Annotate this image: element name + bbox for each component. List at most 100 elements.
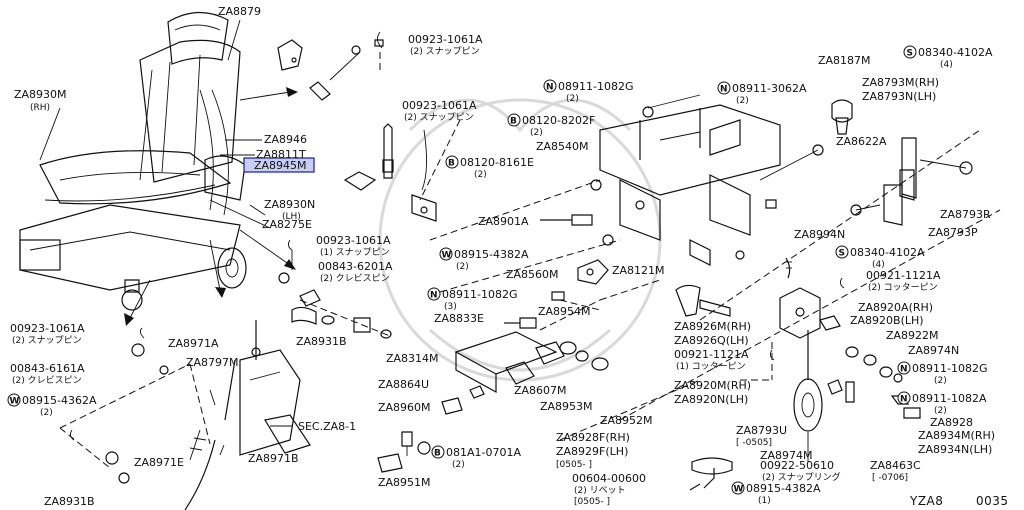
label-08911-1082g-b-qty: (3) [444,302,457,312]
label-08120-8161e: 08120-8161E [460,156,534,169]
label-00921-1121a-a-qty: (2) コッターピン [868,282,938,293]
label-za8930m-side: (RH) [30,103,50,113]
label-za8931b-bottom: ZA8931B [44,495,95,508]
svg-text:N: N [900,395,908,405]
label-za8793u-range: [ -0505] [736,438,772,448]
lower-left-parts [59,327,211,484]
label-08911-1082g-b: 08911-1082G [442,288,517,301]
badge-w-08915-b: W [731,481,745,495]
label-za8971a: ZA8971A [168,337,219,350]
label-za8793u: ZA8793U [736,424,787,437]
svg-text:B: B [448,159,455,169]
label-08120-8161e-qty: (2) [474,170,487,180]
badge-n-08911-d: N [897,361,911,375]
seat-small-parts [277,31,437,339]
label-za8930n: ZA8930N [264,198,315,211]
label-za8934n-lh: ZA8934N(LH) [918,443,992,456]
badge-b-08120-b: B [445,155,459,169]
label-00604-00600-qty: (2) リベット [574,486,626,496]
label-za8931b-top: ZA8931B [296,335,347,348]
label-00843-left-qty: (2) クレビスピン [12,375,82,386]
dashed-guides [419,119,1001,441]
svg-text:N: N [720,85,728,95]
label-08340-4102a-a: 08340-4102A [918,46,993,59]
label-za8833e: ZA8833E [434,312,484,325]
label-za8971e: ZA8971E [134,456,184,469]
label-za8960m: ZA8960M [378,401,431,414]
label-za8930m: ZA8930M [14,88,67,101]
label-za8928: ZA8928 [930,416,973,429]
part-labels: ZA8879 ZA8930M (RH) 00923-1061A (2) スナップ… [7,5,1008,508]
label-za8463c: ZA8463C [870,459,921,472]
control-lever-assembly [184,320,311,510]
label-00921-1121a-a: 00921-1121A [866,269,941,282]
center-bracket-assembly [590,94,781,266]
label-za8920b-lh: ZA8920B(LH) [850,314,924,327]
label-za8793p: ZA8793P [928,226,978,239]
svg-text:B: B [510,117,517,127]
label-00923-left-qty: (2) スナップピン [12,335,82,346]
seat-leader-lines [39,19,298,326]
label-za8945m[interactable]: ZA8945M [254,159,307,172]
label-za8793m-rh: ZA8793M(RH) [862,76,939,89]
label-za8926m-rh: ZA8926M(RH) [674,320,751,333]
label-za8994n: ZA8994N [794,228,845,241]
label-00922-50610-qty: (2) スナップリング [762,471,841,483]
label-za8187m: ZA8187M [818,54,871,67]
svg-text:N: N [546,83,554,93]
badge-b-08120-a: B [507,113,521,127]
label-za8540m: ZA8540M [536,140,589,153]
highlight-za8945m [243,157,315,173]
label-za8797m: ZA8797M [186,356,239,369]
label-00923-right-qty: (1) スナップピン [320,247,390,258]
right-linkage-assembly [675,99,973,491]
background-emblem [378,98,662,382]
label-08915-4382a-b: 08915-4382A [746,482,821,495]
label-08911-3062a-qty: (2) [736,96,749,106]
label-za8926q-lh: ZA8926Q(LH) [674,334,749,347]
badge-n-08911-b: N [427,287,441,301]
label-00923-right: 00923-1061A [316,234,391,247]
label-08915-left-qty: (2) [40,408,53,418]
label-08120-8202f-qty: (2) [530,128,543,138]
label-za8793n-lh: ZA8793N(LH) [862,90,936,103]
label-00921-1121a-b: 00921-1121A [674,348,749,361]
label-za8951m: ZA8951M [378,476,431,489]
label-08911-3062a: 08911-3062A [732,82,807,95]
label-00921-1121a-b-qty: (1) コッターピン [676,361,746,372]
label-za8901a: ZA8901A [478,215,529,228]
label-08911-1082g-a: 08911-1082G [558,80,633,93]
label-za8922m: ZA8922M [886,329,939,342]
label-00923-top-qty: (2) スナップピン [410,46,480,57]
label-sec-za8-1[interactable]: SEC.ZA8-1 [298,420,356,433]
badge-n-08911-e: N [897,391,911,405]
svg-text:N: N [900,365,908,375]
label-za8934m-rh: ZA8934M(RH) [918,429,995,442]
label-za8879: ZA8879 [218,5,261,18]
svg-text:S: S [907,49,913,59]
label-za8971b: ZA8971B [248,452,299,465]
label-za8920a-rh: ZA8920A(RH) [858,301,933,314]
pedal-parts [377,214,661,473]
badge-w-08915-left: W [7,393,21,407]
svg-text:B: B [434,449,441,459]
label-08915-4382a-b-qty: (1) [758,496,771,506]
label-08340-4102a-b: 08340-4102A [850,246,925,259]
label-081a1-0701a-qty: (2) [452,460,465,470]
label-za8928f-rh: ZA8928F(RH) [556,431,630,444]
seat-assembly [19,11,247,311]
label-00843-left: 00843-6161A [10,362,85,375]
label-00843-right: 00843-6201A [318,260,393,273]
label-08911-1082g-d-qty: (2) [934,376,947,386]
label-00923-left: 00923-1061A [10,322,85,335]
label-08911-1082a-e-qty: (2) [934,406,947,416]
label-za8974m: ZA8974M [760,449,813,462]
badge-n-08911-c: N [717,81,731,95]
badge-s-08340-b: S [835,245,849,259]
label-00604-00600-range: [0505- ] [574,497,610,507]
badge-w-08915-m: W [439,247,453,261]
label-za8954m: ZA8954M [538,305,591,318]
label-08911-1082a-e: 08911-1082A [912,392,987,405]
diagram-code-prefix: YZA8 [909,494,943,508]
svg-text:W: W [442,251,452,261]
